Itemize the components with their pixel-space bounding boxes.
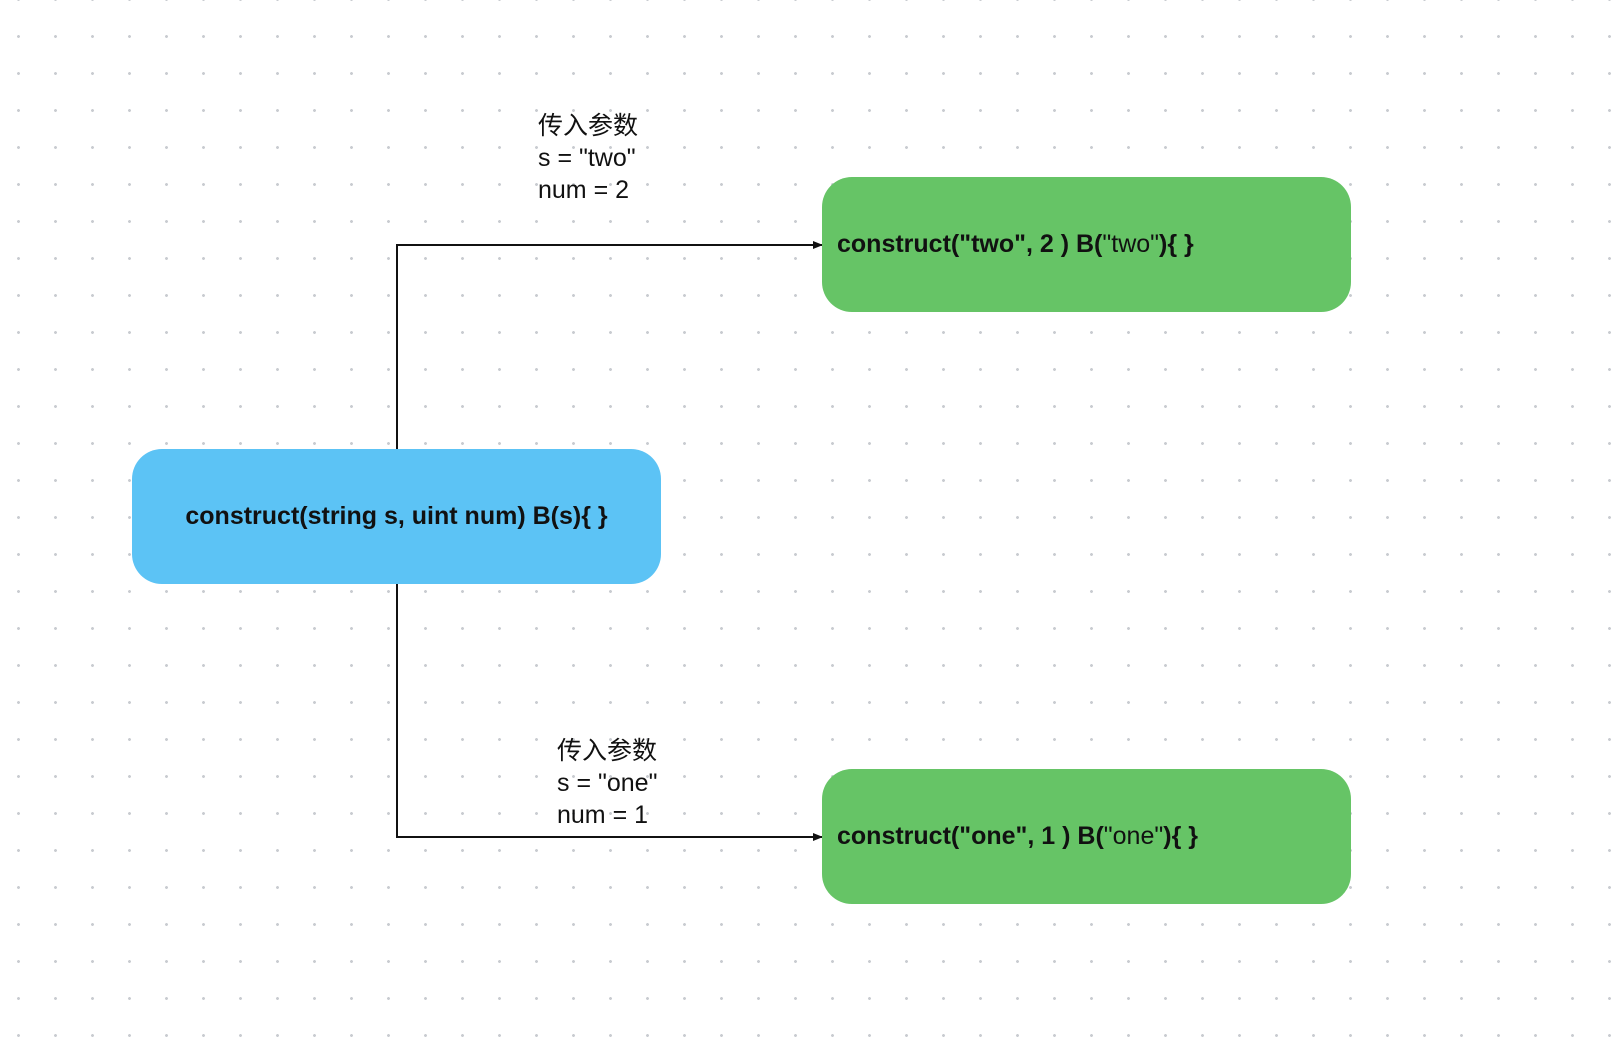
bottom-edge-label: 传入参数 s = "one" num = 1 bbox=[557, 735, 657, 831]
one-constructor-prefix: construct("one", 1 ) B( bbox=[837, 822, 1104, 850]
two-constructor-node[interactable]: construct("two", 2 ) B("two"){ } bbox=[822, 177, 1351, 312]
one-constructor-node[interactable]: construct("one", 1 ) B("one"){ } bbox=[822, 769, 1351, 904]
connector-to-top-node bbox=[396, 241, 823, 449]
bottom-edge-label-title: 传入参数 bbox=[557, 737, 658, 765]
top-edge-label-s: s = "two" bbox=[538, 144, 636, 172]
top-edge-label-num: num = 2 bbox=[538, 176, 630, 204]
two-constructor-arg: "two" bbox=[1102, 230, 1160, 258]
two-constructor-suffix: ){ } bbox=[1159, 230, 1194, 258]
two-constructor-prefix: construct("two", 2 ) B( bbox=[837, 230, 1103, 258]
source-constructor-text: construct(string s, uint num) B(s){ } bbox=[185, 502, 608, 530]
bottom-edge-label-num: num = 1 bbox=[557, 801, 649, 829]
one-constructor-arg: "one" bbox=[1103, 822, 1164, 850]
one-constructor-suffix: ){ } bbox=[1163, 822, 1198, 850]
source-constructor-node[interactable]: construct(string s, uint num) B(s){ } bbox=[132, 449, 661, 584]
bottom-edge-label-s: s = "one" bbox=[557, 769, 658, 797]
top-edge-label-title: 传入参数 bbox=[538, 112, 639, 140]
top-edge-label: 传入参数 s = "two" num = 2 bbox=[538, 110, 638, 206]
